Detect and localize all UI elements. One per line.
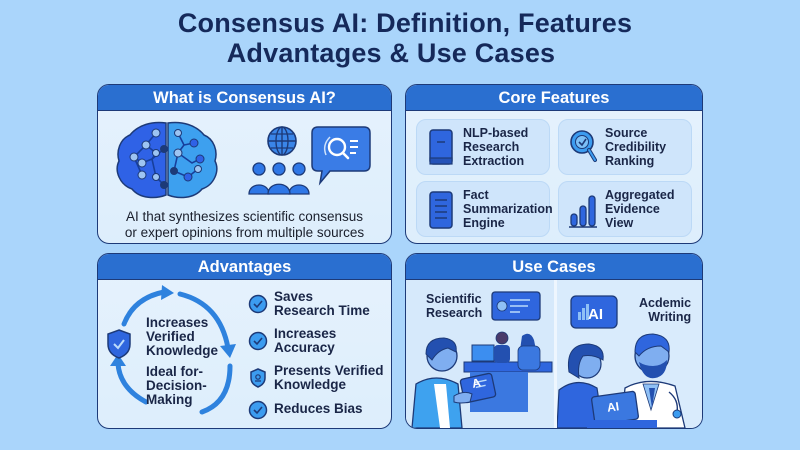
cycle-text-line: Ideal for-: [146, 364, 204, 379]
use-cases-divider: [554, 280, 557, 428]
feature-text: Summarization: [463, 202, 553, 216]
advantages-panel: Advantages Increases Verified Knowledge …: [97, 253, 392, 429]
cycle-text-line: Increases: [146, 315, 209, 330]
research-illustration: [406, 280, 554, 428]
feature-text: Evidence: [605, 202, 660, 216]
cycle-text-line: Decision-: [146, 378, 207, 393]
description-line-2: or expert opinions from multiple sources: [124, 225, 365, 240]
what-is-heading: What is Consensus AI?: [98, 85, 391, 111]
cycle-text-top: Increases Verified Knowledge: [146, 316, 218, 358]
book-icon: [429, 129, 453, 165]
cycle-text-line: Verified: [146, 329, 195, 344]
feature-text: Extraction: [463, 154, 525, 168]
brain-network-icon: [116, 121, 218, 199]
shield-check-icon: [107, 329, 131, 359]
ai-badge-label: AI: [588, 306, 603, 323]
feature-card-summarization: Fact Summarization Engine: [416, 181, 553, 237]
core-features-heading: Core Features: [406, 85, 702, 111]
feature-text: Ranking: [605, 154, 655, 168]
advantages-heading: Advantages: [98, 254, 391, 280]
advantage-text: Presents Verified: [274, 363, 384, 378]
cycle-arrows-icon: [110, 285, 236, 415]
advantage-text: Knowledge: [274, 377, 347, 392]
academic-illustration: [557, 280, 702, 428]
globe-icon: [267, 126, 297, 156]
feature-text: Credibility: [605, 140, 667, 154]
feature-text: Aggregated: [605, 188, 675, 202]
title-line-1: Consensus AI: Definition, Features: [177, 8, 633, 38]
advantage-text: Saves: [274, 289, 314, 304]
use-case-scientific-research: A Scientific Research: [406, 280, 554, 428]
use-case-text: Scientific: [426, 292, 482, 306]
feature-text: Source: [605, 126, 648, 140]
document-icon: [429, 191, 453, 229]
advantage-text: Increases: [274, 326, 337, 341]
page-title: Consensus AI: Definition, Features Advan…: [0, 8, 800, 68]
use-case-label-academic: Acdemic Writing: [639, 296, 691, 324]
what-is-description: AI that synthesizes scientific consensus…: [98, 209, 391, 241]
feature-card-evidence: Aggregated Evidence View: [558, 181, 692, 237]
use-case-text: Writing: [648, 310, 692, 324]
laptop-label: AI: [606, 399, 620, 415]
feature-card-credibility: Source Credibility Ranking: [558, 119, 692, 175]
check-circle-icon: [248, 331, 268, 351]
feature-text: Research: [463, 140, 520, 154]
what-is-panel: What is Consensus AI?: [97, 84, 392, 244]
feature-text: View: [605, 216, 634, 230]
use-case-academic-writing: AI AI Acdemic Writing: [557, 280, 702, 428]
check-circle-icon: [248, 294, 268, 314]
people-group-icon: [248, 162, 310, 195]
check-circle-icon: [248, 400, 268, 420]
cycle-text-line: Making: [146, 392, 193, 407]
advantage-text: Research Time: [274, 303, 370, 318]
shield-user-icon: [250, 368, 266, 388]
core-features-panel: Core Features NLP-based Research Extract…: [405, 84, 703, 244]
use-case-label-scientific: Scientific Research: [426, 292, 482, 320]
feature-text: NLP-based: [463, 126, 529, 140]
cycle-text-line: Knowledge: [146, 343, 219, 358]
use-cases-heading: Use Cases: [406, 254, 702, 280]
feature-text: Fact: [463, 188, 489, 202]
advantage-text: Reduces Bias: [274, 401, 363, 416]
description-line-1: AI that synthesizes scientific consensus: [125, 209, 364, 224]
bar-chart-icon: [569, 195, 597, 228]
feature-text: Engine: [463, 216, 505, 230]
title-line-2: Advantages & Use Cases: [226, 38, 556, 68]
advantage-text: Accuracy: [274, 340, 335, 355]
use-cases-panel: Use Cases: [405, 253, 703, 429]
magnifier-check-icon: [570, 130, 597, 162]
use-case-text: Research: [426, 306, 483, 320]
feature-card-nlp: NLP-based Research Extraction: [416, 119, 550, 175]
cycle-text-bottom: Ideal for- Decision- Making: [146, 365, 207, 407]
use-case-text: Acdemic: [639, 296, 692, 310]
chat-search-icon: [311, 126, 371, 186]
